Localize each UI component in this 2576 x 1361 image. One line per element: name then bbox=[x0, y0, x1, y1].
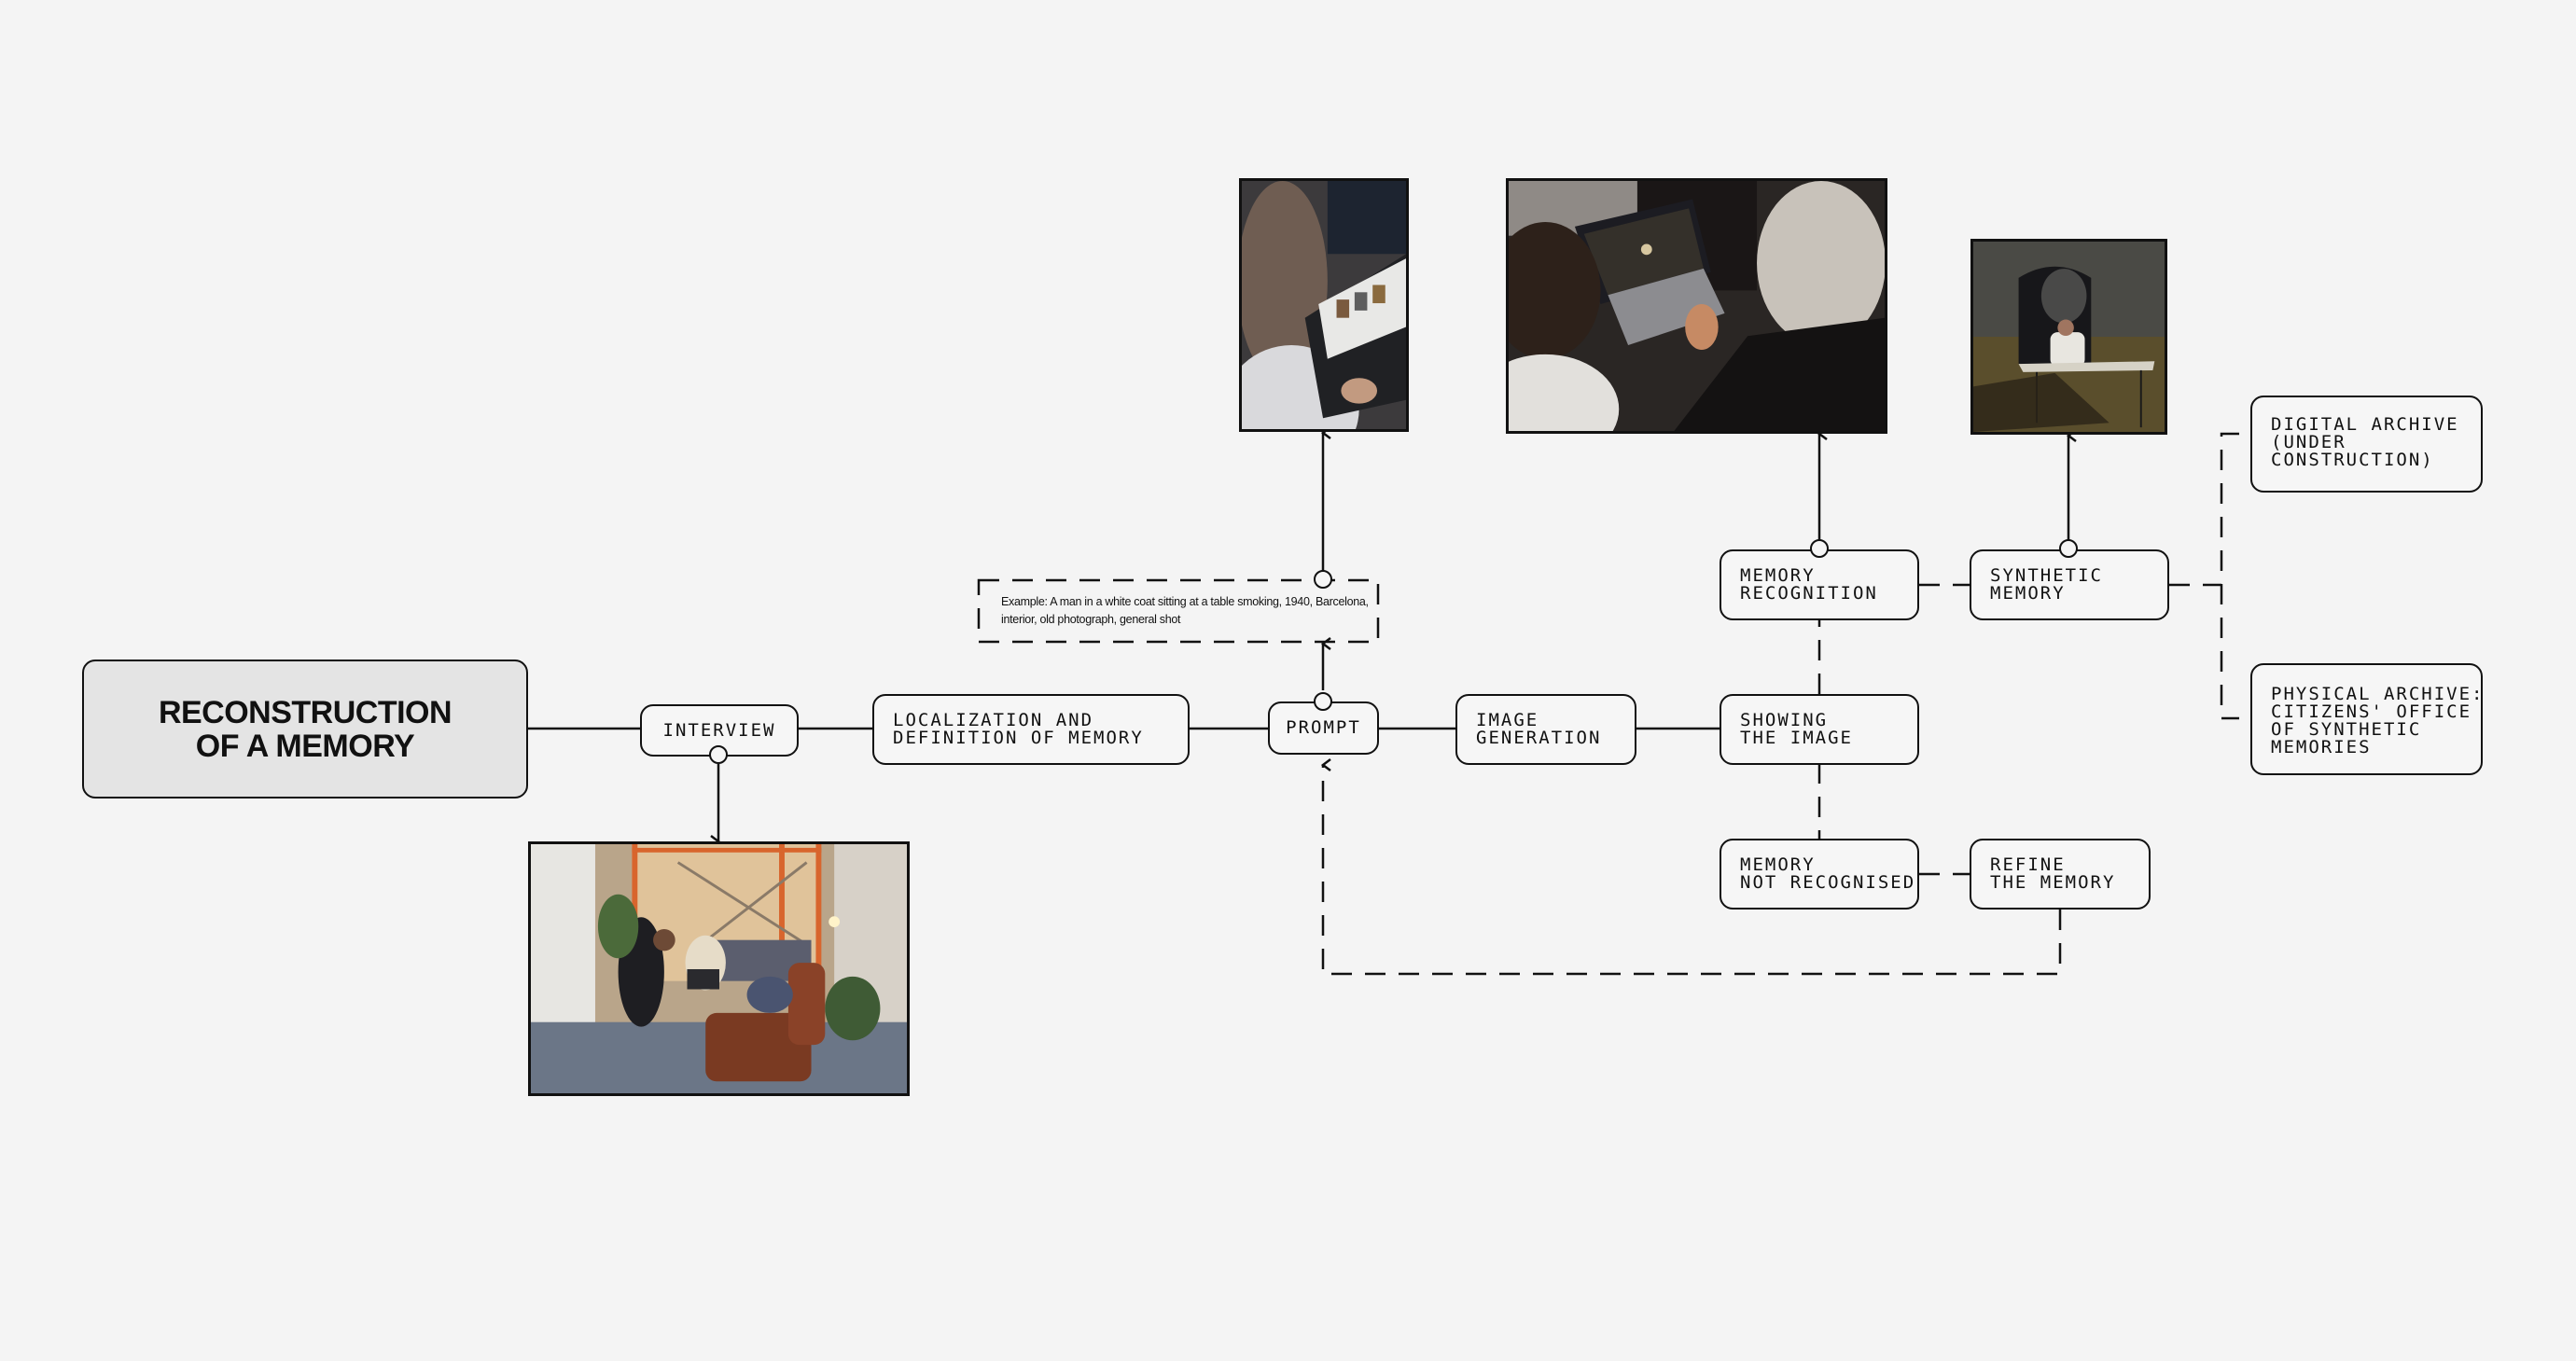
photo-prompt bbox=[1239, 178, 1409, 432]
node-localization[interactable]: LOCALIZATION AND DEFINITION OF MEMORY bbox=[872, 694, 1190, 765]
node-memory-not-recognised[interactable]: MEMORY NOT RECOGNISED bbox=[1720, 839, 1919, 910]
node-memory-recognition[interactable]: MEMORY RECOGNITION bbox=[1720, 549, 1919, 620]
connector-dot-prompt bbox=[1314, 692, 1332, 711]
node-refine-memory[interactable]: REFINE THE MEMORY bbox=[1970, 839, 2151, 910]
photo-recognition bbox=[1506, 178, 1887, 434]
node-image-generation[interactable]: IMAGE GENERATION bbox=[1455, 694, 1636, 765]
diagram-title: RECONSTRUCTION OF A MEMORY bbox=[82, 660, 528, 799]
photo-synthetic-memory bbox=[1970, 239, 2167, 435]
photo-interview bbox=[528, 841, 910, 1096]
connector-dot-synthetic bbox=[2059, 539, 2078, 558]
edge-archive-branch bbox=[2220, 432, 2239, 720]
example-dashed-frame bbox=[977, 578, 1380, 644]
connector-dot-example bbox=[1314, 570, 1332, 589]
node-showing-image[interactable]: SHOWING THE IMAGE bbox=[1720, 694, 1919, 765]
prompt-example-text: Example: A man in a white coat sitting a… bbox=[1001, 595, 1369, 626]
connector-dot-recognition bbox=[1810, 539, 1829, 558]
node-physical-archive[interactable]: PHYSICAL ARCHIVE: CITIZENS' OFFICE OF SY… bbox=[2250, 663, 2483, 775]
edge-refine-prompt-loop bbox=[1323, 765, 2062, 976]
node-digital-archive[interactable]: DIGITAL ARCHIVE (UNDER CONSTRUCTION) bbox=[2250, 396, 2483, 493]
node-synthetic-memory[interactable]: SYNTHETIC MEMORY bbox=[1970, 549, 2169, 620]
connector-dot-interview bbox=[709, 745, 728, 764]
